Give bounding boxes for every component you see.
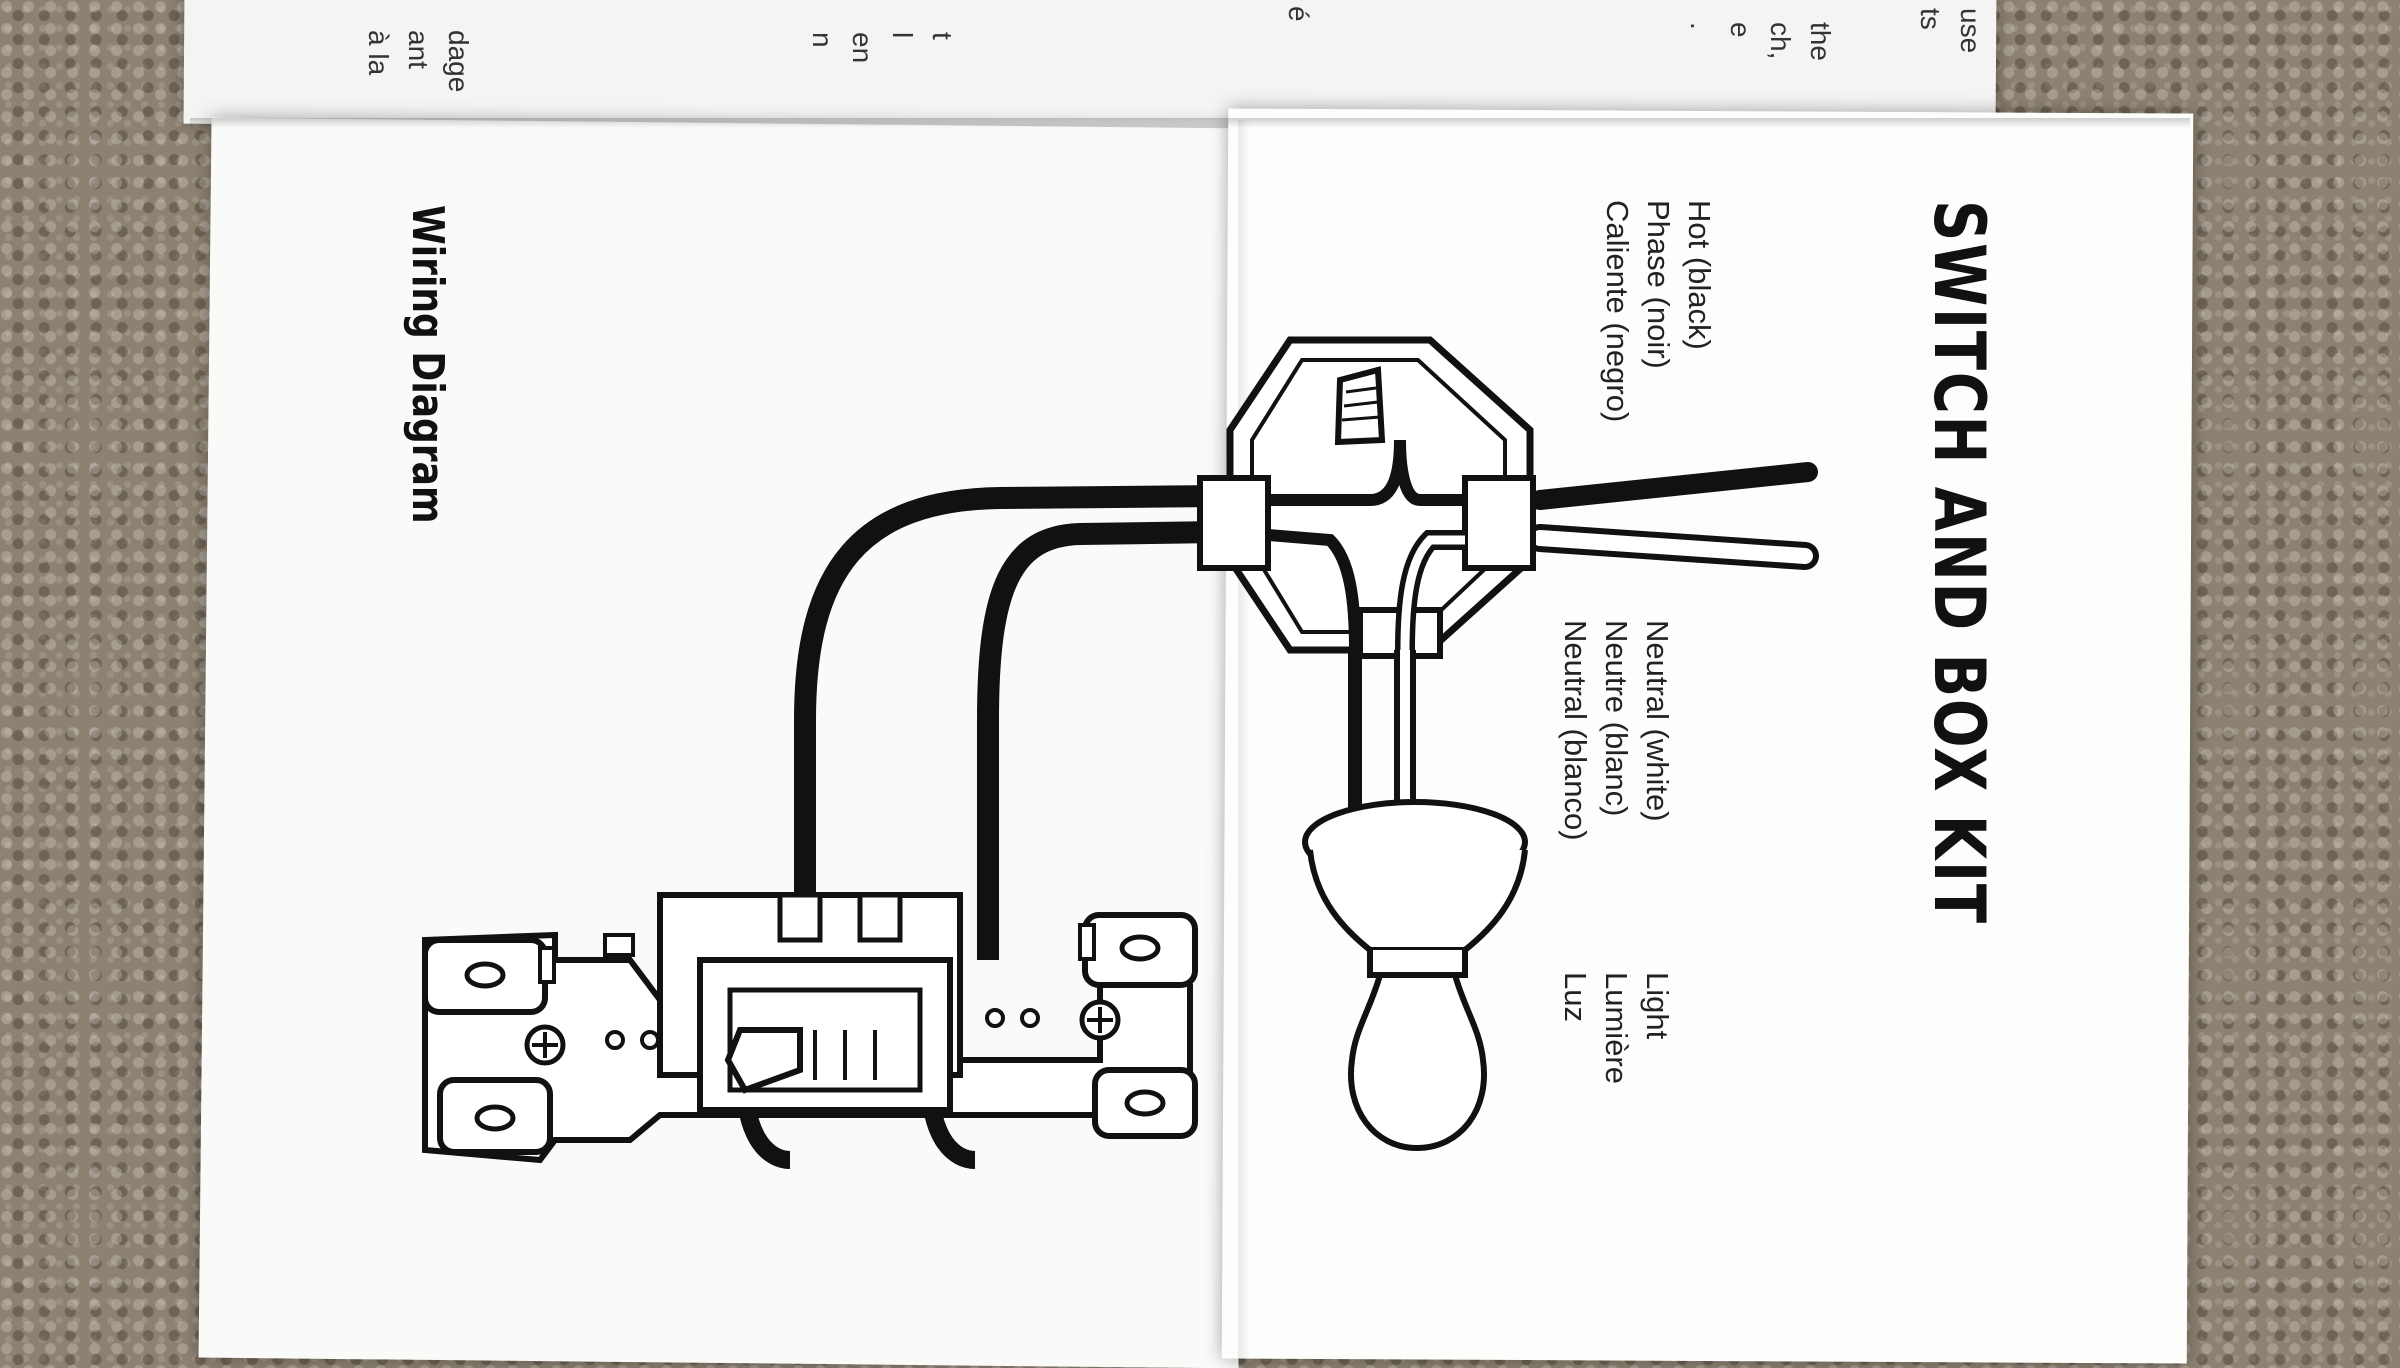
switch-cable-inner: [977, 521, 1221, 960]
junction-box: [1197, 336, 1536, 659]
light-switch: [422, 892, 1198, 1164]
supply-hot-wire: [1530, 462, 1818, 510]
wire-nut-icon: [1334, 366, 1386, 446]
lamp-socket-icon: [1302, 799, 1528, 978]
switch-cable-outer: [794, 485, 1221, 905]
top-crease: [190, 118, 2190, 128]
light-bulb-icon: [1348, 972, 1487, 1152]
supply-neutral-wire: [1526, 524, 1819, 570]
